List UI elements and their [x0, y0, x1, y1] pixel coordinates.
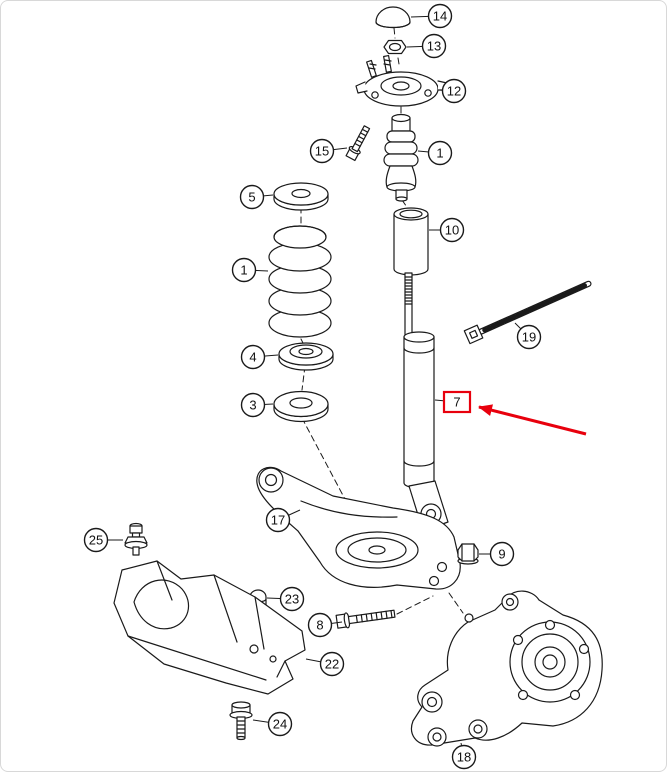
- callout-label: 22: [325, 657, 339, 672]
- callout-label: 18: [457, 750, 471, 765]
- callout-8[interactable]: 8: [307, 612, 343, 638]
- callout-9[interactable]: 9: [479, 541, 515, 567]
- callout-label: 17: [271, 513, 285, 528]
- part-spring-seat: [278, 342, 334, 371]
- callout-circle[interactable]: [489, 541, 515, 567]
- part-bolt-vertical: [229, 701, 253, 741]
- part-bump-stop: [383, 113, 419, 202]
- callout-1[interactable]: 1: [231, 257, 269, 283]
- callout-circle[interactable]: [427, 140, 453, 166]
- part-clip-bolt: [124, 522, 148, 556]
- part-shock-absorber: [403, 272, 449, 532]
- callout-circle[interactable]: [265, 507, 291, 533]
- callout-19[interactable]: 19: [514, 322, 542, 350]
- callout-label: 15: [315, 144, 329, 159]
- callout-label: 4: [249, 350, 256, 365]
- callout-circle[interactable]: [439, 217, 465, 243]
- callout-label: 7: [453, 395, 460, 410]
- highlight-arrow: [478, 404, 587, 436]
- callout-circle[interactable]: [240, 392, 266, 418]
- part-stone-guard: [113, 560, 306, 695]
- part-bolt-horizontal: [335, 609, 396, 629]
- callout-12[interactable]: 12: [438, 78, 467, 104]
- callout-13[interactable]: 13: [406, 33, 447, 59]
- callout-circle[interactable]: [279, 586, 305, 612]
- callout-15[interactable]: 15: [309, 138, 348, 164]
- callout-17[interactable]: 17: [265, 507, 301, 533]
- part-protective-tube: [393, 207, 429, 276]
- callout-22[interactable]: 22: [305, 651, 345, 677]
- callout-25[interactable]: 25: [83, 527, 124, 553]
- callout-label: 10: [445, 223, 459, 238]
- part-strut-mount: [355, 55, 448, 107]
- callout-circle[interactable]: [427, 3, 453, 29]
- callout-10[interactable]: 10: [429, 217, 465, 243]
- part-spring-washer: [273, 182, 329, 211]
- part-mount-bolt: [345, 125, 371, 162]
- callout-circle[interactable]: [239, 184, 265, 210]
- callout-label: 25: [89, 533, 103, 548]
- callout-label: 13: [427, 39, 441, 54]
- callout-18[interactable]: 18: [451, 742, 477, 770]
- part-control-arm: [256, 466, 461, 590]
- part-spring-pad: [273, 390, 329, 423]
- callout-circle[interactable]: [267, 711, 293, 737]
- callout-label: 14: [433, 9, 447, 24]
- callout-circle[interactable]: [319, 651, 345, 677]
- callout-label: 24: [273, 717, 287, 732]
- callout-circle[interactable]: [451, 744, 477, 770]
- callout-4[interactable]: 4: [240, 344, 279, 370]
- callout-24[interactable]: 24: [252, 711, 293, 737]
- callout-7-highlighted[interactable]: 7: [434, 390, 472, 414]
- callout-23[interactable]: 23: [266, 586, 305, 612]
- callout-circle[interactable]: [307, 612, 333, 638]
- callout-circle[interactable]: [421, 33, 447, 59]
- callout-1[interactable]: 1: [417, 140, 453, 166]
- part-lock-nut: [457, 543, 479, 565]
- callout-label: 19: [522, 330, 536, 345]
- callout-3[interactable]: 3: [240, 392, 274, 418]
- callout-label: 9: [498, 547, 505, 562]
- callout-label: 12: [447, 84, 461, 99]
- part-nut-top: [383, 39, 407, 55]
- mount-studs: [366, 55, 392, 78]
- callout-label: 5: [248, 190, 255, 205]
- callout-circle[interactable]: [231, 257, 257, 283]
- part-coil-spring: [268, 225, 332, 338]
- callout-14[interactable]: 14: [410, 3, 453, 29]
- callout-label: 3: [249, 398, 256, 413]
- callout-label: 8: [316, 618, 323, 633]
- callout-circle[interactable]: [309, 138, 335, 164]
- callout-circle[interactable]: [516, 324, 542, 350]
- part-wheel-knuckle: [411, 590, 603, 747]
- callout-label: 1: [436, 146, 443, 161]
- callout-circle[interactable]: [240, 344, 266, 370]
- callout-circle[interactable]: [441, 78, 467, 104]
- callout-label: 1: [240, 263, 247, 278]
- highlight-box[interactable]: [442, 390, 472, 414]
- callout-5[interactable]: 5: [239, 184, 274, 210]
- callout-circle[interactable]: [83, 527, 109, 553]
- callout-label: 23: [285, 592, 299, 607]
- highlight-layer: [478, 404, 587, 436]
- part-cable-tie: [463, 280, 592, 345]
- part-cap: [375, 6, 411, 29]
